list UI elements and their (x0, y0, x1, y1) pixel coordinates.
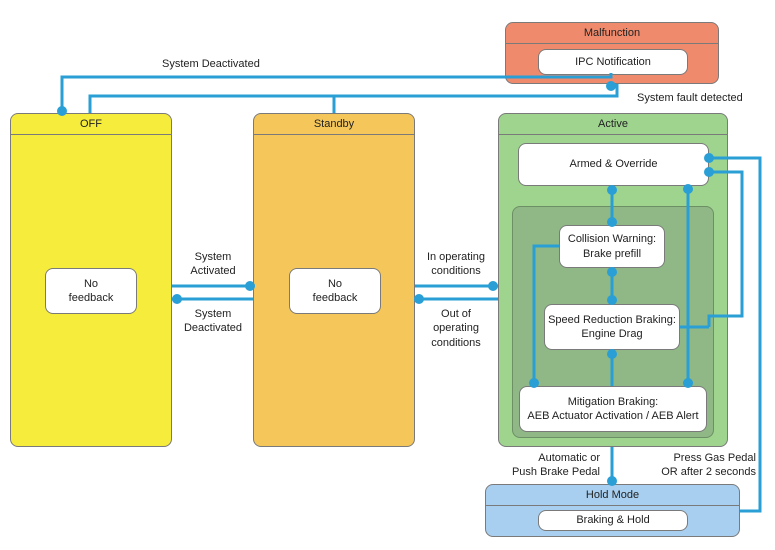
standby-no-feedback-node: No feedback (289, 268, 381, 314)
ipc-notification-node: IPC Notification (538, 49, 688, 75)
malfunction-title: Malfunction (506, 23, 718, 44)
label-system-fault: System fault detected (637, 92, 743, 104)
label-press-gas-pedal: Press Gas Pedal OR after 2 seconds (661, 452, 756, 479)
label-out-of-operating-conditions: Out of operating conditions (431, 308, 481, 349)
malfunction-state: Malfunction IPC Notification (505, 22, 719, 84)
label-in-operating-conditions: In operating conditions (426, 251, 486, 278)
standby-state: Standby No feedback (253, 113, 415, 447)
label-system-activated: System Activated (190, 251, 236, 278)
label-system-deactivated: System Deactivated (183, 308, 243, 335)
mitigation-braking-node: Mitigation Braking: AEB Actuator Activat… (519, 386, 707, 432)
hold-mode-state: Hold Mode Braking & Hold (485, 484, 740, 537)
armed-override-node: Armed & Override (518, 143, 709, 186)
label-automatic-push-brake: Automatic or Push Brake Pedal (511, 452, 600, 479)
hold-mode-title: Hold Mode (486, 485, 739, 506)
label-system-deactivated-top: System Deactivated (162, 58, 260, 70)
off-no-feedback-node: No feedback (45, 268, 137, 314)
braking-hold-node: Braking & Hold (538, 510, 688, 531)
standby-title: Standby (254, 114, 414, 135)
off-state: OFF No feedback (10, 113, 172, 447)
speed-reduction-node: Speed Reduction Braking: Engine Drag (544, 304, 680, 350)
collision-warning-node: Collision Warning: Brake prefill (559, 225, 665, 268)
active-title: Active (499, 114, 727, 135)
off-title: OFF (11, 114, 171, 135)
